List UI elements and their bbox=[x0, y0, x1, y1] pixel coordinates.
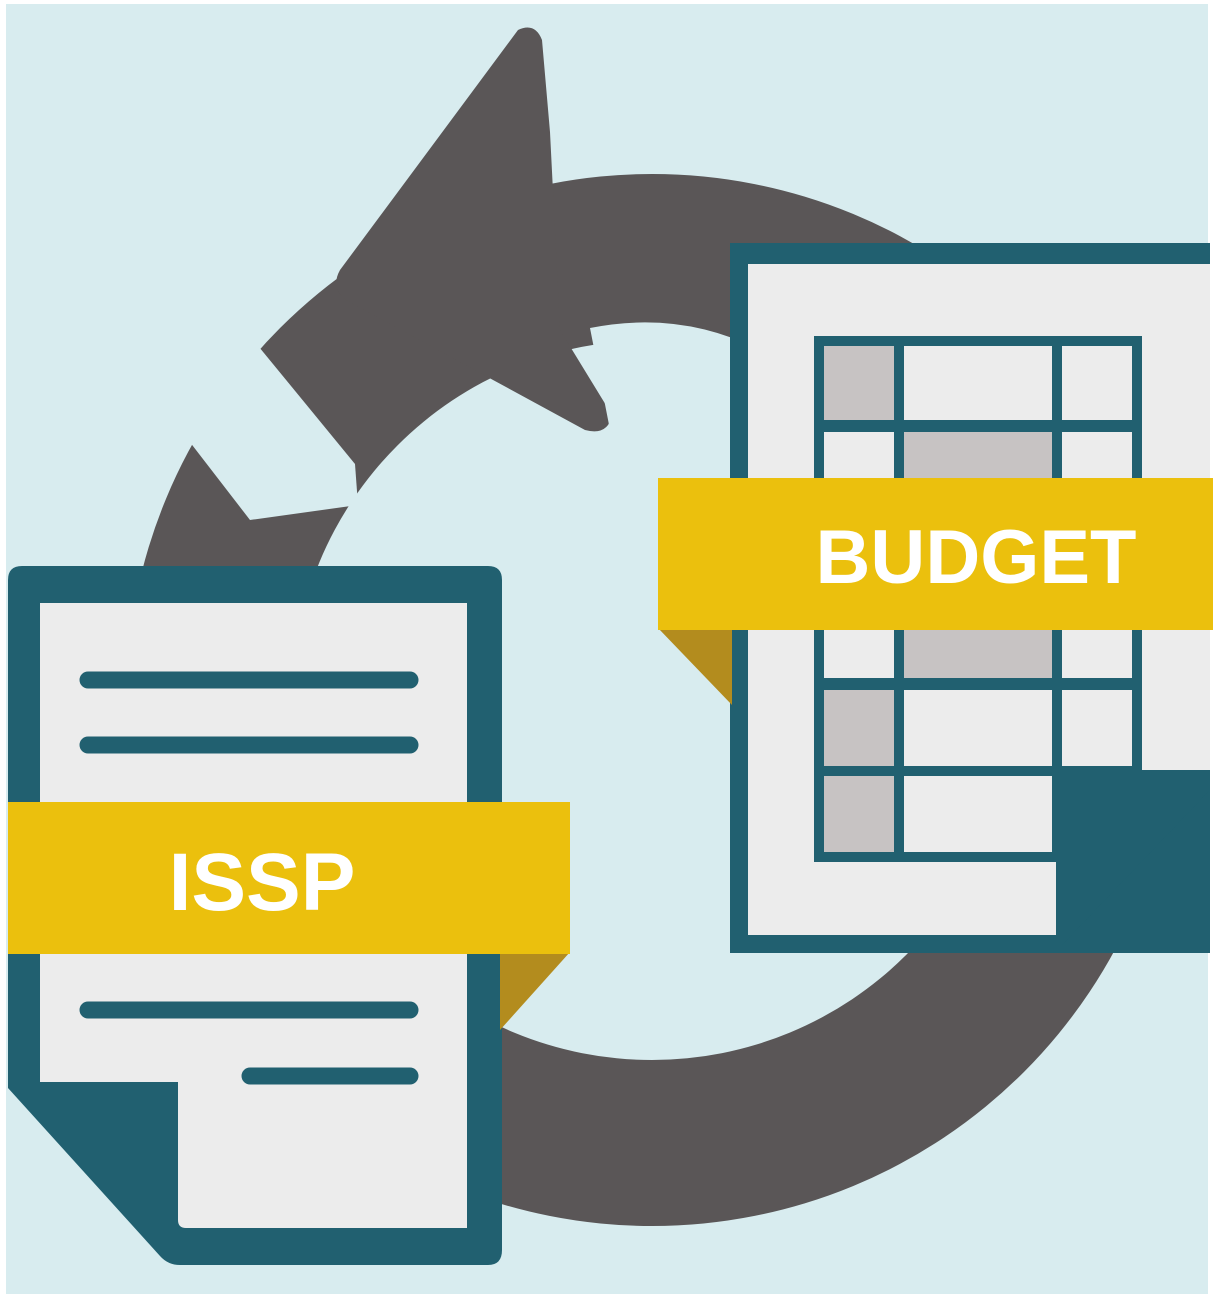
cycle-arrow-head bbox=[336, 27, 612, 432]
table-cell bbox=[1062, 690, 1132, 766]
text-document-icon: ISSP bbox=[8, 566, 570, 1265]
table-cell bbox=[904, 690, 1052, 766]
table-cell bbox=[1062, 432, 1132, 480]
table-cell bbox=[824, 690, 894, 766]
table-cell bbox=[904, 346, 1052, 420]
table-cell bbox=[904, 776, 1052, 852]
issp-banner bbox=[8, 802, 570, 954]
cycle-arrow-notch bbox=[590, 322, 760, 450]
issp-banner-fold bbox=[500, 952, 570, 1030]
table-cell bbox=[1062, 628, 1132, 678]
spreadsheet-document-icon: BUDGET bbox=[658, 243, 1213, 953]
budget-label: BUDGET bbox=[816, 515, 1137, 600]
budget-table-cells bbox=[824, 346, 1132, 852]
table-cell bbox=[824, 346, 894, 420]
issp-text-lines bbox=[79, 671, 419, 1085]
cycle-arrow-gap bbox=[115, 314, 358, 520]
table-cell bbox=[824, 776, 894, 852]
table-cell bbox=[904, 628, 1052, 678]
issp-label: ISSP bbox=[169, 837, 356, 928]
table-cell bbox=[1062, 346, 1132, 420]
table-cell bbox=[824, 432, 894, 480]
table-cell bbox=[824, 628, 894, 678]
table-cell bbox=[904, 432, 1052, 480]
budget-banner bbox=[658, 478, 1213, 630]
budget-banner-fold bbox=[658, 628, 732, 705]
